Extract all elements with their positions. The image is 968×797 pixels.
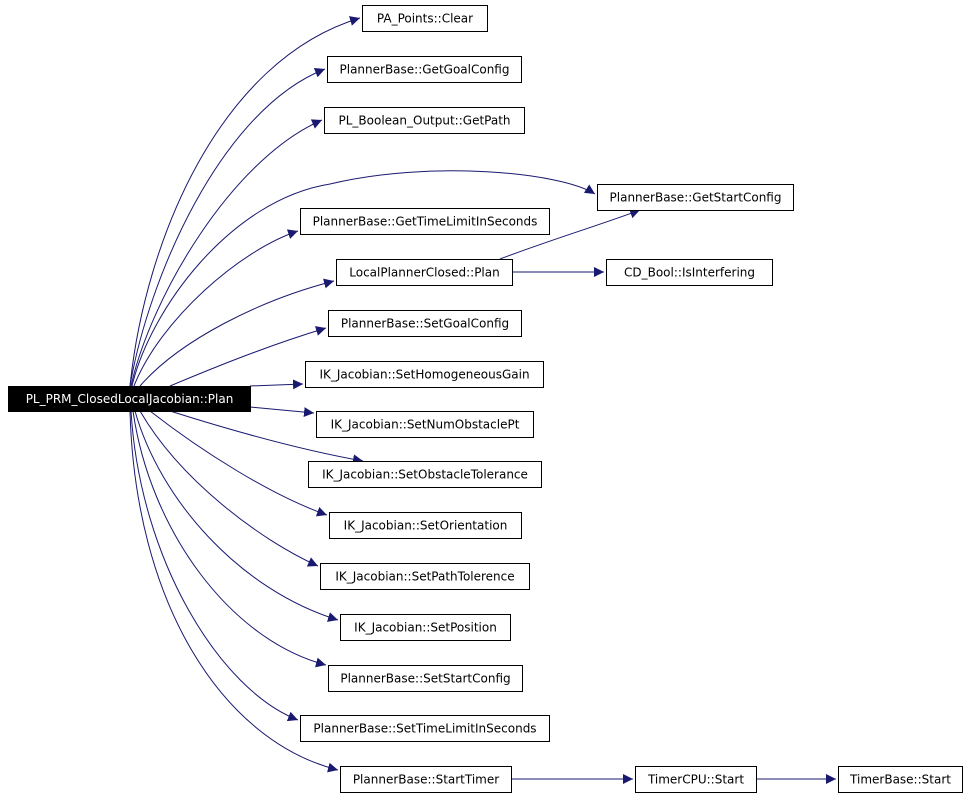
edge-root-to-local-planner-plan	[139, 278, 335, 387]
node-label: IK_Jacobian::SetOrientation	[344, 519, 508, 533]
node-box	[316, 411, 534, 438]
edge-root-to-pa-points-clear	[129, 16, 361, 387]
node-label: PlannerBase::GetTimeLimitInSeconds	[313, 215, 538, 229]
edge-root-to-set-path-tolerence	[139, 410, 319, 567]
node-timer-base-start[interactable]: TimerBase::Start	[838, 766, 963, 793]
node-root[interactable]: PL_PRM_ClosedLocalJacobian::Plan	[8, 386, 251, 412]
node-label: PlannerBase::SetStartConfig	[340, 672, 510, 686]
node-label: PlannerBase::SetTimeLimitInSeconds	[313, 722, 536, 736]
node-box	[327, 56, 522, 83]
node-set-obstacle-tolerance[interactable]: IK_Jacobian::SetObstacleTolerance	[308, 461, 542, 488]
node-box	[328, 310, 522, 337]
node-label: IK_Jacobian::SetPathTolerence	[335, 570, 514, 584]
node-box	[8, 386, 251, 412]
node-set-goal-config[interactable]: PlannerBase::SetGoalConfig	[328, 310, 522, 337]
node-box	[838, 766, 963, 793]
node-box	[320, 563, 530, 590]
edge-root-to-set-goal-config	[169, 326, 327, 387]
node-label: PA_Points::Clear	[377, 12, 473, 26]
node-box	[336, 259, 513, 286]
edge-local-planner-plan-to-get-start-config	[499, 208, 641, 260]
node-label: PlannerBase::GetGoalConfig	[340, 63, 510, 77]
node-set-start-config[interactable]: PlannerBase::SetStartConfig	[328, 665, 523, 692]
node-label: PlannerBase::GetStartConfig	[610, 191, 782, 205]
edge-root-to-get-path	[130, 119, 323, 387]
edge-root-to-set-homogeneous-gain	[249, 379, 304, 390]
node-box	[308, 461, 542, 488]
node-box	[300, 208, 550, 235]
node-box	[300, 715, 550, 742]
node-label: IK_Jacobian::SetPosition	[354, 621, 497, 635]
node-box	[606, 259, 773, 286]
edge-root-to-get-goal-config	[129, 67, 326, 387]
node-label: CD_Bool::IsInterfering	[624, 266, 755, 280]
node-set-position[interactable]: IK_Jacobian::SetPosition	[340, 614, 511, 641]
node-set-num-obstacle-pt[interactable]: IK_Jacobian::SetNumObstaclePt	[316, 411, 534, 438]
node-label: PlannerBase::StartTimer	[353, 773, 499, 787]
node-set-homogeneous-gain[interactable]: IK_Jacobian::SetHomogeneousGain	[305, 361, 544, 388]
edge-root-to-set-orientation	[149, 410, 328, 517]
node-label: IK_Jacobian::SetObstacleTolerance	[322, 468, 528, 482]
node-pa-points-clear[interactable]: PA_Points::Clear	[362, 5, 488, 32]
node-box	[329, 512, 522, 539]
node-box	[340, 766, 512, 793]
node-get-goal-config[interactable]: PlannerBase::GetGoalConfig	[327, 56, 522, 83]
node-label: TimerCPU::Start	[647, 773, 744, 787]
node-timer-cpu-start[interactable]: TimerCPU::Start	[635, 766, 757, 793]
node-set-orientation[interactable]: IK_Jacobian::SetOrientation	[329, 512, 522, 539]
edge-root-to-get-start-config	[131, 170, 596, 387]
edge-root-to-set-position	[134, 410, 339, 622]
node-set-time-limit[interactable]: PlannerBase::SetTimeLimitInSeconds	[300, 715, 550, 742]
node-box	[305, 361, 544, 388]
node-label: PL_PRM_ClosedLocalJacobian::Plan	[26, 392, 234, 406]
node-box	[635, 766, 757, 793]
node-get-time-limit[interactable]: PlannerBase::GetTimeLimitInSeconds	[300, 208, 550, 235]
node-label: TimerBase::Start	[849, 773, 951, 787]
edge-root-to-set-time-limit	[130, 410, 299, 722]
node-box	[340, 614, 511, 641]
edge-root-to-get-time-limit	[133, 229, 299, 387]
node-box	[324, 107, 525, 134]
node-set-path-tolerence[interactable]: IK_Jacobian::SetPathTolerence	[320, 563, 530, 590]
node-local-planner-plan[interactable]: LocalPlannerClosed::Plan	[336, 259, 513, 286]
edge-root-to-start-timer	[129, 410, 339, 773]
node-is-interfering[interactable]: CD_Bool::IsInterfering	[606, 259, 773, 286]
nodes-layer: PL_PRM_ClosedLocalJacobian::Plan PA_Point…	[8, 5, 963, 793]
node-start-timer[interactable]: PlannerBase::StartTimer	[340, 766, 512, 793]
edges-layer	[129, 16, 836, 784]
node-box	[597, 184, 794, 211]
node-label: LocalPlannerClosed::Plan	[349, 266, 499, 280]
node-get-start-config[interactable]: PlannerBase::GetStartConfig	[597, 184, 794, 211]
node-label: IK_Jacobian::SetHomogeneousGain	[319, 368, 529, 382]
edge-root-to-set-start-config	[132, 410, 327, 668]
node-label: PlannerBase::SetGoalConfig	[341, 317, 509, 331]
edge-root-to-set-obstacle-tolerance	[169, 410, 364, 465]
edge-root-to-set-num-obstacle-pt	[249, 406, 315, 418]
node-box	[362, 5, 488, 32]
node-box	[328, 665, 523, 692]
node-label: PL_Boolean_Output::GetPath	[338, 114, 510, 128]
node-label: IK_Jacobian::SetNumObstaclePt	[331, 418, 520, 432]
node-get-path[interactable]: PL_Boolean_Output::GetPath	[324, 107, 525, 134]
